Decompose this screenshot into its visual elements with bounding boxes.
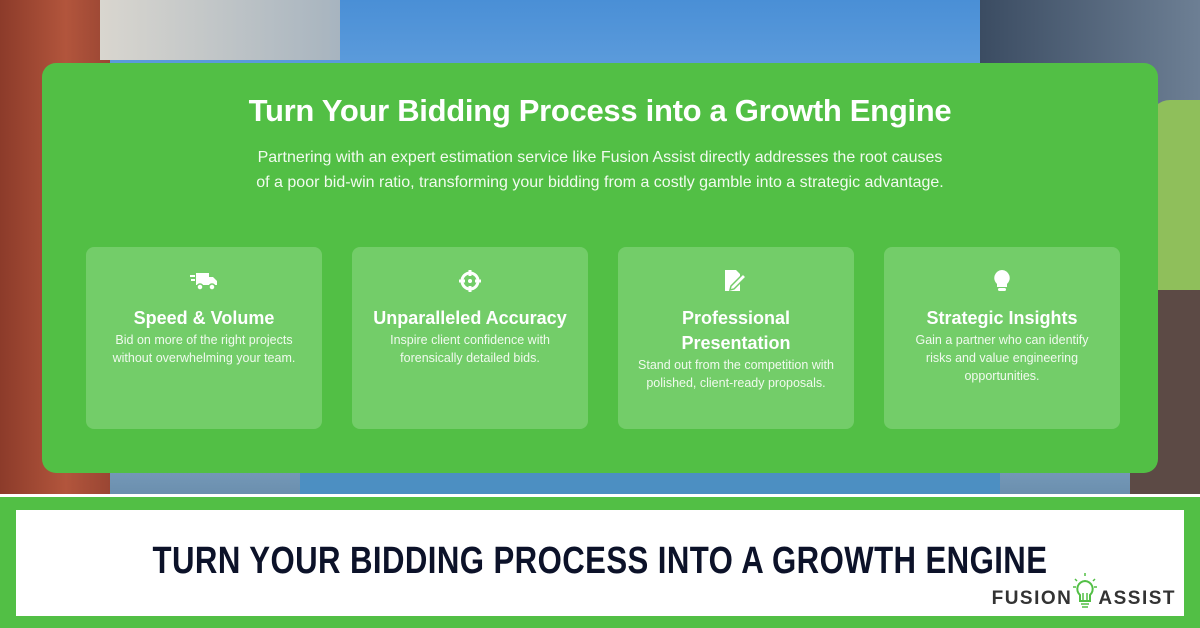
card-text: Gain a partner who can identify risks an… bbox=[915, 333, 1089, 383]
logo-text-right: ASSIST bbox=[1098, 588, 1176, 609]
logo-text-left: FUSION bbox=[991, 588, 1073, 609]
banner-headline: TURN YOUR BIDDING PROCESS INTO A GROWTH … bbox=[152, 540, 1048, 582]
file-signature-icon bbox=[636, 269, 836, 293]
crosshairs-icon bbox=[370, 269, 570, 293]
card-text: Stand out from the competition with poli… bbox=[638, 358, 834, 390]
panel-intro: Partnering with an expert estimation ser… bbox=[256, 149, 944, 191]
card-insights: Strategic Insights Gain a partner who ca… bbox=[884, 247, 1120, 429]
card-presentation: Professional Presentation Stand out from… bbox=[618, 247, 854, 429]
card-text: Inspire client confidence with forensica… bbox=[390, 333, 550, 365]
lightbulb-icon bbox=[902, 269, 1102, 293]
card-title: Unparalleled Accuracy bbox=[373, 308, 567, 328]
trees bbox=[1150, 100, 1200, 300]
lightbulb-logo-icon bbox=[1073, 573, 1098, 608]
panel-title: Turn Your Bidding Process into a Growth … bbox=[248, 93, 952, 128]
card-title: Professional Presentation bbox=[681, 308, 791, 353]
fusion-assist-logo: FUSION ASSIST bbox=[992, 570, 1176, 610]
truck-fast-icon bbox=[104, 269, 304, 293]
canal-water bbox=[300, 470, 1000, 494]
feature-panel: Turn Your Bidding Process into a Growth … bbox=[42, 63, 1158, 473]
card-speed-volume: Speed & Volume Bid on more of the right … bbox=[86, 247, 322, 429]
card-title: Strategic Insights bbox=[926, 308, 1078, 328]
banner-box: TURN YOUR BIDDING PROCESS INTO A GROWTH … bbox=[16, 510, 1184, 616]
house-facade bbox=[100, 0, 340, 60]
bottom-banner: TURN YOUR BIDDING PROCESS INTO A GROWTH … bbox=[0, 497, 1200, 628]
card-text: Bid on more of the right projects withou… bbox=[112, 333, 296, 365]
card-accuracy: Unparalleled Accuracy Inspire client con… bbox=[352, 247, 588, 429]
card-title: Speed & Volume bbox=[133, 308, 275, 328]
